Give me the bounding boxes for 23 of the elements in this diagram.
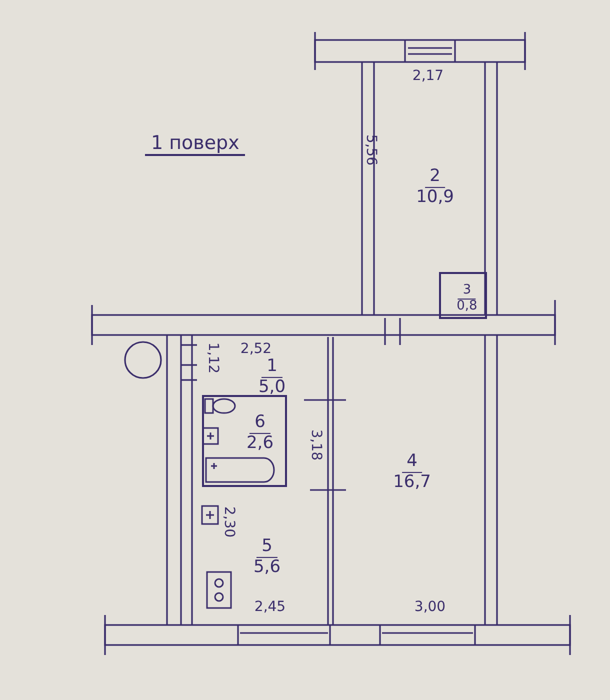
dimension-label: 3,00 (414, 599, 446, 615)
room-number: 4 (402, 452, 422, 472)
room-area: 0,8 (456, 300, 478, 314)
room-area: 16,7 (393, 472, 431, 492)
room-number: 1 (262, 356, 282, 378)
room-number: 2 (424, 166, 446, 188)
dimension-label: 3,18 (308, 429, 324, 461)
room-outline (439, 272, 487, 319)
room-number: 3 (458, 284, 476, 300)
room-outline (202, 395, 287, 487)
dimension-label: 2,45 (254, 599, 286, 615)
room-number: 5 (256, 536, 278, 558)
dimension-label: 2,52 (240, 341, 272, 357)
dimension-label: 1,12 (205, 342, 221, 374)
room-number: 6 (250, 412, 270, 434)
dimension-label: 5,56 (363, 134, 379, 166)
dimension-label: 2,17 (412, 68, 444, 84)
floor-title: 1 поверх (145, 132, 246, 156)
room-area: 5,0 (258, 378, 286, 398)
room-area: 2,6 (246, 434, 274, 454)
room-area: 10,9 (416, 188, 454, 208)
room-area: 5,6 (253, 558, 281, 578)
dimension-label: 2,30 (221, 506, 237, 538)
